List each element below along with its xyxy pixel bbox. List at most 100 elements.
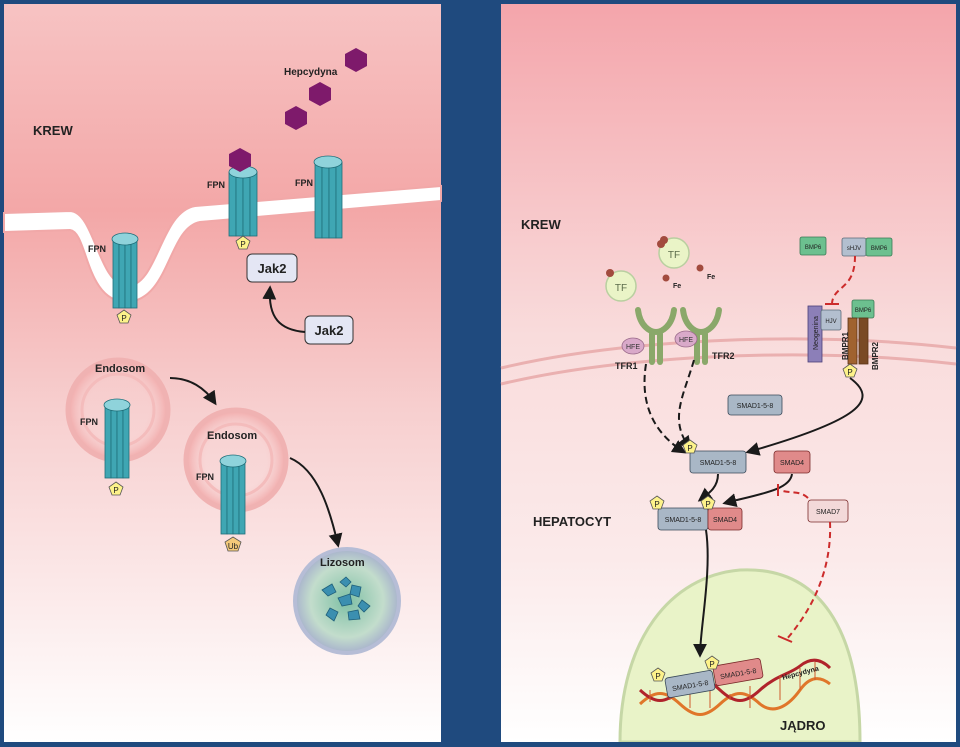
phosphate-label: P (705, 500, 710, 509)
bmpr1-receptor (847, 317, 858, 365)
smad158-label: SMAD1-5-8 (700, 460, 737, 467)
phosphate-badge (650, 667, 666, 682)
hfe-protein (674, 330, 698, 348)
hepatocyte-membrane-inner (500, 353, 957, 386)
complex-arrow (697, 473, 719, 502)
shjv-inhibition-line (831, 255, 856, 304)
smad4-box (773, 450, 811, 474)
tfr2-label: TFR2 (712, 351, 735, 361)
hepcidin-bound (229, 148, 251, 172)
hepcidin-molecule (285, 106, 307, 130)
complex-arrow (722, 473, 793, 507)
phosphate-label: P (687, 444, 692, 453)
smad158-box (727, 394, 783, 416)
neogenin-protein (807, 305, 823, 363)
phosphate-badge (116, 309, 132, 324)
fpn-label: FPN (196, 472, 214, 482)
phosphate-badge (704, 655, 720, 670)
ferroportin-channel-bound (228, 165, 258, 237)
smad4-complex-part (707, 507, 743, 531)
hjv-protein (820, 309, 842, 331)
hfe-label: HFE (626, 344, 640, 351)
transferrin (605, 270, 637, 302)
endosome-label: Endosom (207, 430, 257, 442)
hjv-label: HJV (825, 319, 836, 325)
ubiquitin-label: Ub (228, 542, 239, 551)
phosphate-badge (842, 363, 858, 378)
iron-atom (657, 240, 665, 248)
hepcidin-molecule (309, 82, 331, 106)
phosphate-label: P (113, 486, 118, 495)
nucleus-label: JĄDRO (780, 718, 826, 733)
degraded-protein-fragments (321, 576, 371, 622)
phosphate-badge (700, 495, 716, 510)
fpn-label: FPN (295, 178, 313, 188)
bmp6-label: BMP6 (805, 245, 822, 251)
bmpr-signal-arrow (745, 377, 864, 456)
hepcidin-molecule (345, 48, 367, 72)
fpn-label: FPN (80, 417, 98, 427)
phosphate-label: P (240, 240, 245, 249)
smad7-label: SMAD7 (816, 509, 840, 516)
bmpr1-label: BMPR1 (841, 331, 850, 360)
jak2-label: Jak2 (258, 261, 287, 276)
fe-label: Fe (707, 274, 715, 281)
smad158-label: SMAD1-5-8 (737, 403, 774, 410)
phosphate-badge (682, 439, 698, 454)
iron-atom (696, 264, 704, 272)
dna-bound-smad158-partner (712, 658, 764, 686)
ferroportin-channel (111, 232, 139, 309)
neogenin-label: Neogenina (813, 316, 820, 350)
nucleus (618, 568, 862, 744)
dna-bound-smad158 (664, 670, 716, 698)
right-panel: KREW HEPATOCYT TF TF Fe Fe HFE TFR1 (500, 4, 957, 744)
left-blood-label: KREW (33, 123, 73, 138)
bmpr2-label: BMPR2 (871, 341, 880, 370)
ubiquitin-badge (224, 536, 242, 552)
bmp6-label: BMP6 (855, 308, 872, 314)
smad158-label: SMAD1-5-8 (665, 517, 702, 524)
ferroportin-channel (219, 454, 247, 535)
left-panel: KREW Hepcydyna FPN P FPN P (3, 4, 442, 742)
tfr2-signal-arrow (677, 359, 695, 451)
smad7-gene-line (785, 521, 832, 641)
endosome-label: Endosom (95, 363, 145, 375)
jak2-box (246, 253, 298, 283)
nuclear-translocation-arrow (693, 529, 709, 658)
bmp6-protein (799, 236, 827, 256)
phosphate-badge (108, 481, 124, 496)
lysosome-arrow (289, 457, 343, 548)
ferroportin-channel (103, 398, 131, 479)
phosphate-label: P (121, 314, 126, 323)
fpn-label: FPN (88, 244, 106, 254)
phosphate-label: P (709, 660, 714, 669)
fpn-label: FPN (207, 180, 225, 190)
jak2-arrow (262, 285, 306, 333)
bmpr2-receptor (858, 317, 869, 365)
phosphate-badge (235, 235, 251, 250)
tf-label: TF (615, 283, 627, 294)
ferroportin-channel (313, 155, 343, 239)
phosphate-label: P (847, 368, 852, 377)
smad4-label: SMAD4 (713, 517, 737, 524)
tfr1-label: TFR1 (615, 361, 638, 371)
phospho-smad158-box (689, 450, 747, 474)
tfr1-signal-arrow (643, 363, 687, 454)
hepatocyte-membrane-outer (500, 337, 957, 370)
shjv-label: sHJV (847, 246, 861, 252)
iron-atom (662, 274, 670, 282)
jak2-box (304, 315, 354, 345)
smad7-box (807, 499, 849, 523)
hepcidin-label: Hepcydyna (284, 67, 338, 78)
inhibition-bar (777, 635, 793, 643)
transferrin (658, 237, 690, 269)
bmp6-label: BMP6 (871, 246, 888, 252)
hepatocyte-label: HEPATOCYT (533, 514, 611, 529)
phosphate-label: P (654, 500, 659, 509)
jak2-label: Jak2 (315, 323, 344, 338)
tf-label: TF (668, 250, 680, 261)
phosphate-label: P (655, 672, 660, 681)
right-blood-label: KREW (521, 217, 561, 232)
smad7-inhibition-line (779, 489, 809, 499)
